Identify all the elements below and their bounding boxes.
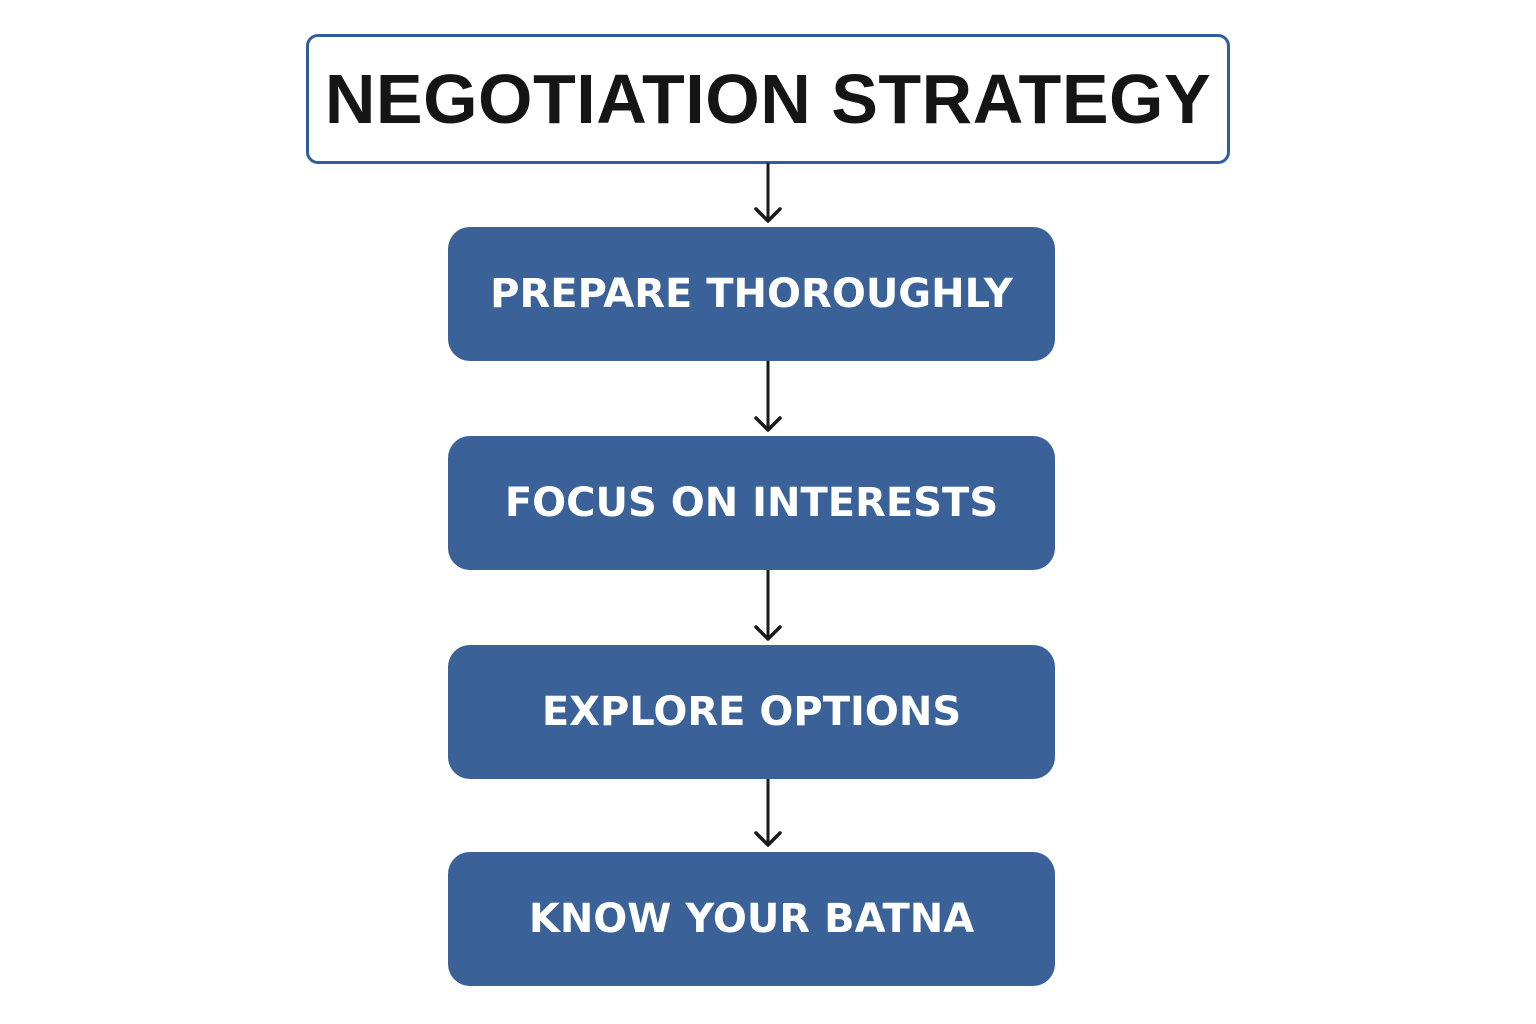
step-label: FOCUS ON INTERESTS <box>504 480 999 526</box>
diagram-title: NEGOTIATION STRATEGY <box>324 60 1212 138</box>
arrow-down-icon <box>754 779 782 849</box>
step-label: PREPARE THOROUGHLY <box>490 271 1013 317</box>
step-box-focus-on-interests: FOCUS ON INTERESTS <box>448 436 1055 570</box>
title-box: NEGOTIATION STRATEGY <box>306 34 1230 164</box>
arrow-down-icon <box>754 361 782 434</box>
arrow-down-icon <box>754 570 782 643</box>
arrow-down-icon <box>754 163 782 225</box>
step-box-know-your-batna: KNOW YOUR BATNA <box>448 852 1055 986</box>
step-label: EXPLORE OPTIONS <box>541 689 962 735</box>
step-box-prepare-thoroughly: PREPARE THOROUGHLY <box>448 227 1055 361</box>
step-box-explore-options: EXPLORE OPTIONS <box>448 645 1055 779</box>
step-label: KNOW YOUR BATNA <box>528 896 975 942</box>
